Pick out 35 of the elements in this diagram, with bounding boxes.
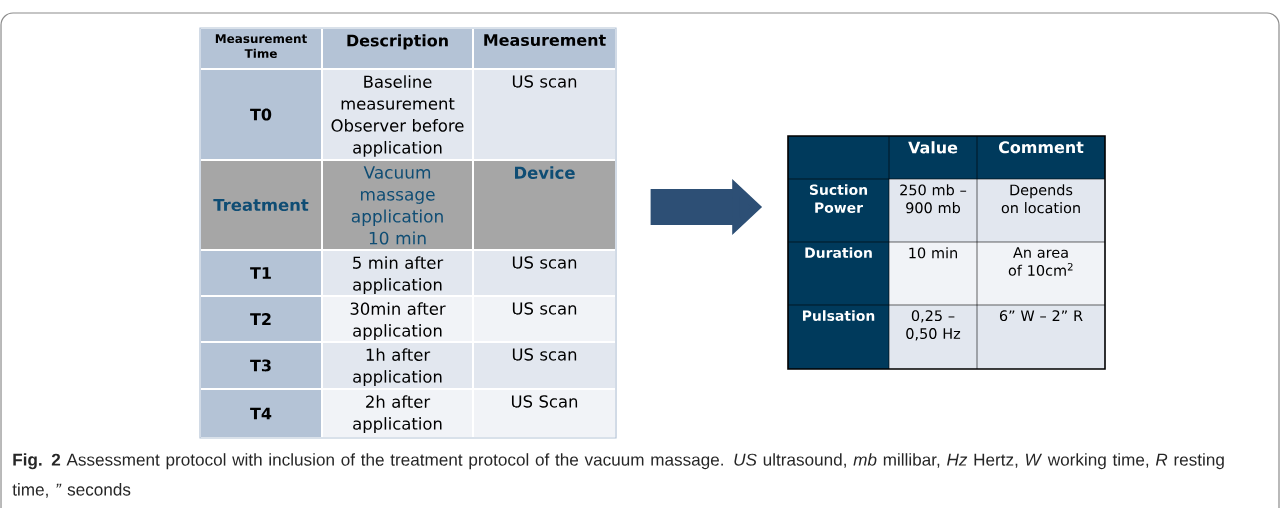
table-cell: 0,25 – 0,50 Hz (889, 305, 977, 369)
table-cell: Value (889, 136, 977, 179)
table-cell: Measurement (474, 29, 615, 68)
table-cell: An area of 10cm$^{2}$ (977, 242, 1105, 305)
table-cell: Comment (977, 136, 1105, 179)
table-cell: 10 min (889, 242, 977, 305)
table (787, 135, 1106, 370)
table-cell: T2 (201, 297, 321, 341)
table-cell: 250 mb – 900 mb (889, 179, 977, 242)
table-cell: US scan (474, 343, 615, 388)
table-cell: 1h after application (323, 343, 472, 388)
table-cell: US Scan (474, 390, 615, 437)
table-cell: 30min after application (323, 297, 472, 341)
table-cell: Suction Power (788, 179, 889, 242)
table-cell: Vacuum massage application 10 min (323, 161, 472, 249)
table-cell: Description (323, 29, 472, 68)
table-cell: US scan (474, 297, 615, 341)
table-cell: 5 min after application (323, 251, 472, 295)
table-cell: T1 (201, 251, 321, 295)
table-cell: Treatment (201, 161, 321, 249)
table-cell: T4 (201, 390, 321, 437)
table (199, 27, 617, 439)
table-cell: Measurement Time (201, 29, 321, 68)
table-cell: T0 (201, 70, 321, 159)
caption: Fig. 2 Assessment protocol with inclusion of the treatment protocol of the vacuum massage. US ultrasound, mb millibar, Hz Hertz, W working time, R resting time, ” seconds (12, 453, 1224, 498)
table-cell: 6” W – 2” R (977, 305, 1105, 369)
table-cell: 2h after application (323, 390, 472, 437)
table-cell: Depends on location (977, 179, 1105, 242)
table-cell: US scan (474, 70, 615, 159)
table-cell: Duration (788, 242, 889, 305)
table-cell: T3 (201, 343, 321, 388)
table-cell: US scan (474, 251, 615, 295)
table-cell: Device (474, 161, 615, 249)
table-cell: Pulsation (788, 305, 889, 369)
table-cell: Baseline measurement Observer before application (323, 70, 472, 159)
